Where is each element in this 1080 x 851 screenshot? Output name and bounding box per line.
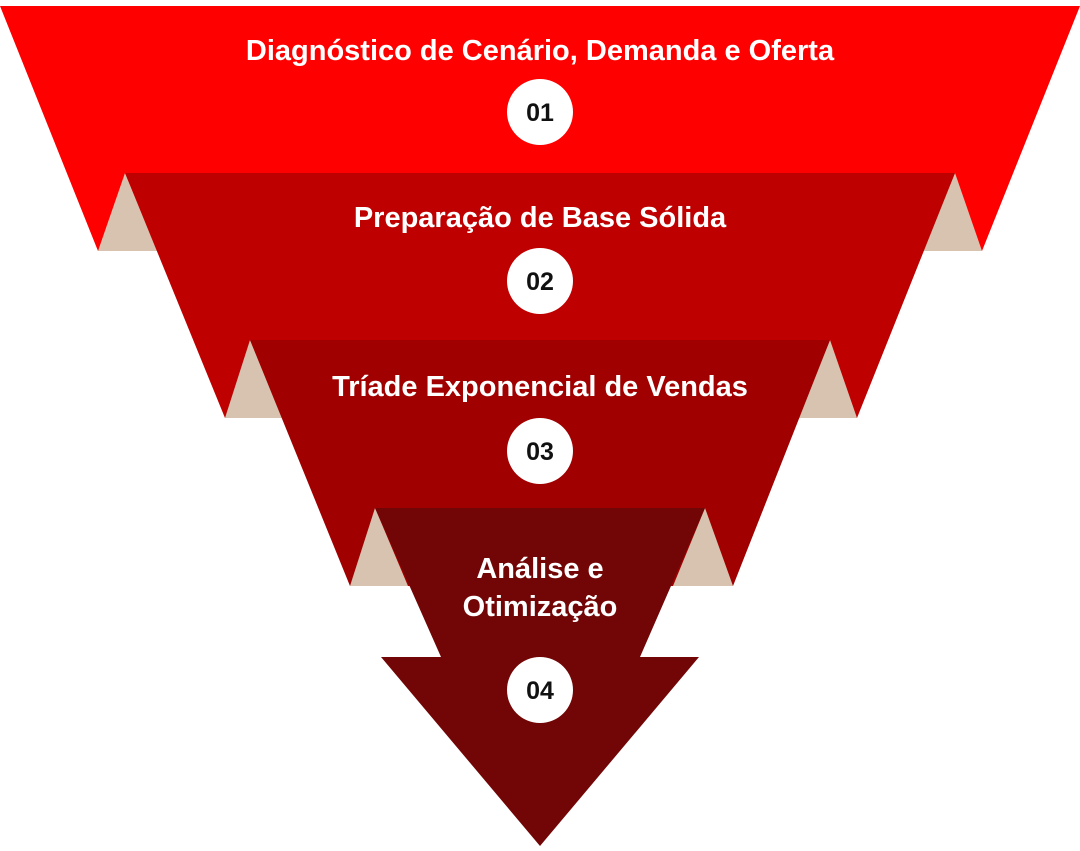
stage-2-number-badge — [507, 248, 573, 314]
fold-right-2 — [798, 340, 857, 418]
stage-4-number: 04 — [526, 677, 554, 705]
stage-4-title-line-2: Otimização — [463, 591, 618, 623]
stage-3-number: 03 — [526, 438, 554, 466]
stage-3-title: Tríade Exponencial de Vendas — [332, 371, 748, 403]
stage-2-number: 02 — [526, 268, 554, 296]
fold-left-1 — [98, 173, 158, 251]
fold-right-1 — [922, 173, 982, 251]
stage-3-number-badge — [507, 418, 573, 484]
stage-1-number: 01 — [526, 99, 554, 127]
fold-left-2 — [225, 340, 283, 418]
stage-1-number-badge — [507, 79, 573, 145]
stage-4-title-line-1: Análise e — [476, 553, 603, 585]
stage-4-number-badge — [507, 657, 573, 723]
fold-left-3 — [350, 508, 408, 586]
stage-1-title: Diagnóstico de Cenário, Demanda e Oferta — [246, 35, 835, 67]
fold-right-3 — [673, 508, 733, 586]
stage-2-title: Preparação de Base Sólida — [354, 202, 727, 234]
